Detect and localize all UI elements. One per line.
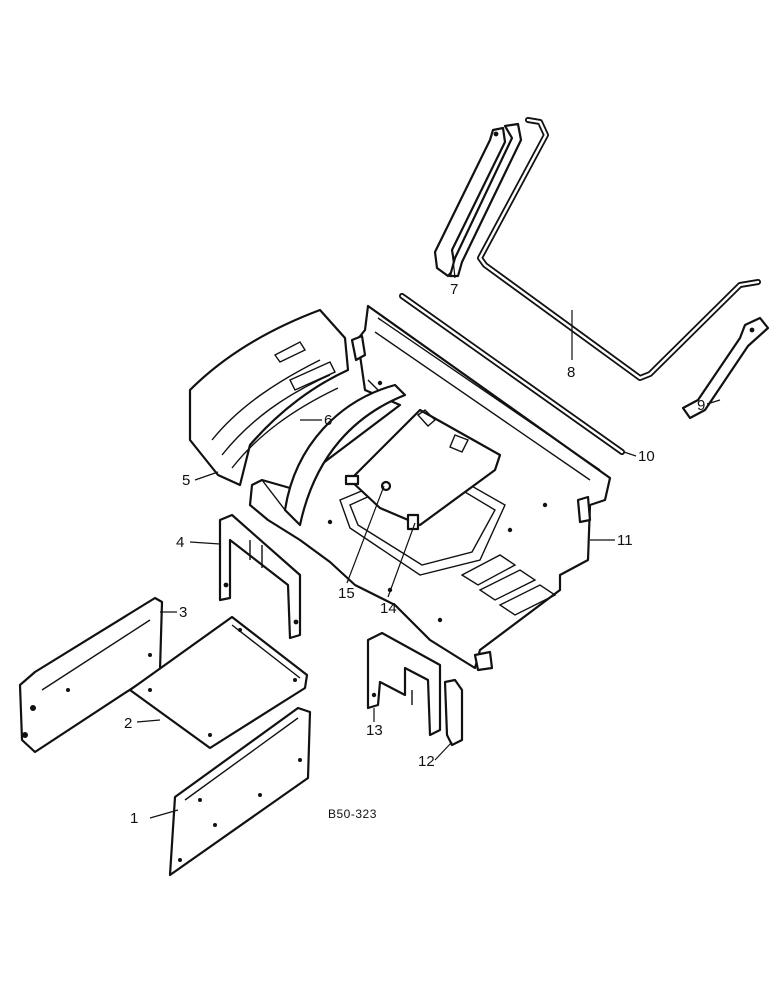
callout-1: 1 bbox=[130, 810, 138, 827]
part-7-bracket bbox=[433, 122, 523, 278]
part-3-side-panel bbox=[18, 596, 164, 754]
callout-12: 12 bbox=[418, 753, 435, 770]
callout-2: 2 bbox=[124, 715, 132, 732]
part-11-floor-panel bbox=[248, 304, 612, 672]
part-4-bracket bbox=[218, 513, 302, 640]
callout-10: 10 bbox=[638, 448, 655, 465]
part-12-bracket bbox=[443, 678, 464, 747]
callout-3: 3 bbox=[179, 604, 187, 621]
part-5-ribbed-fender bbox=[188, 308, 350, 487]
callout-11: 11 bbox=[617, 532, 633, 549]
callout-13: 13 bbox=[366, 722, 383, 739]
part-13-bracket bbox=[366, 631, 442, 737]
part-15-clip bbox=[344, 474, 392, 492]
callout-15: 15 bbox=[338, 585, 355, 602]
callout-4: 4 bbox=[176, 534, 184, 551]
callout-5: 5 bbox=[182, 472, 190, 489]
callout-6: 6 bbox=[324, 412, 332, 429]
callout-labels: 1 2 3 4 5 6 7 8 9 10 11 12 13 14 15 B50-… bbox=[124, 281, 705, 827]
callout-14: 14 bbox=[380, 600, 397, 617]
callout-9: 9 bbox=[697, 397, 705, 414]
callout-7: 7 bbox=[450, 281, 458, 298]
figure-reference-code: B50-323 bbox=[328, 807, 377, 821]
callout-8: 8 bbox=[567, 364, 575, 381]
part-9-bracket bbox=[681, 316, 770, 420]
part-8-rod bbox=[477, 117, 761, 381]
part-2-floor-plate bbox=[128, 615, 309, 750]
part-10-strip bbox=[399, 293, 625, 455]
part-1-side-panel bbox=[168, 706, 312, 877]
leader-lines bbox=[136, 249, 721, 819]
part-6-fender bbox=[261, 383, 407, 527]
